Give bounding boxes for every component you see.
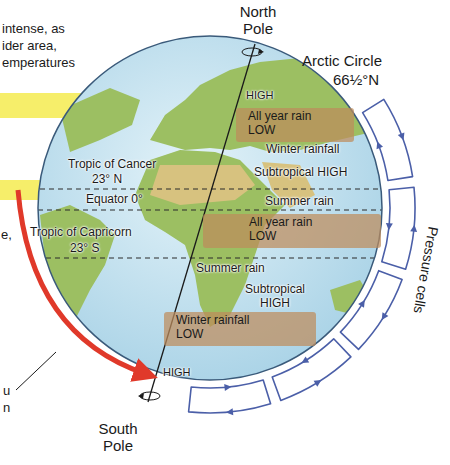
cropped-note: n [3,401,10,416]
cropped-note: emperatures [2,56,75,71]
equator-line [38,210,382,211]
land [40,205,115,332]
circulation-arrow [386,223,393,230]
pressure-label: LOW [176,328,316,342]
tropic-line [40,189,380,190]
tropic-line [46,258,374,259]
circulation-arrow [302,356,310,363]
cropped-note: ider area, [2,39,57,54]
circle-label: Arctic Circle [302,52,382,69]
pressure-cell [363,99,413,180]
leader-line [16,352,56,390]
pressure-label: HIGH [246,89,274,102]
equator-label: Equator 0° [86,193,143,207]
pressure-cell [272,339,351,401]
circulation-arrow [410,225,417,232]
circulation-arrow [358,300,365,308]
latitude-label: 23° S [70,242,99,256]
circulation-arrow [382,312,389,320]
rotation-arrow [138,393,144,399]
pressure-label: Subtropical HIGH [254,166,347,180]
climate-band: All year rainLOW [236,108,354,142]
cropped-note: intense, as [2,22,65,37]
globe-ocean [38,36,382,380]
pole-label: South Pole [88,420,148,455]
desert [150,165,255,205]
pressure-cell [189,380,271,413]
pole-label: North Pole [228,3,288,38]
climate-band: Winter rainfallLOW [164,312,316,346]
sun-angle-arrow [18,190,146,374]
globe-outline [38,36,382,380]
pressure-label: LOW [248,124,354,138]
tropic-label: Tropic of Cancer [68,158,156,172]
circulation-arrow [377,142,384,150]
pressure-label: HIGH [163,366,191,379]
rainfall-label: Summer rain [265,195,334,209]
circulation-arrow [314,380,322,387]
rainfall-label: All year rain [248,110,354,124]
rainfall-label: Winter rainfall [176,314,316,328]
rainfall-label: All year rain [249,216,381,230]
pressure-cell [382,187,415,269]
pressure-label: LOW [249,230,381,244]
pressure-label: Subtropical HIGH [235,283,315,311]
latitude-label: 23° N [92,173,122,187]
pressure-cells [189,99,418,415]
cropped-note: u [3,384,10,399]
rainfall-label: Winter rainfall [266,143,339,157]
latitude-label: 66½°N [333,71,379,88]
tropic-label: Tropic of Capricorn [30,226,132,240]
climate-band: All year rainLOW [203,214,381,248]
pressure-cell [340,271,402,350]
cropped-note: e, [1,228,12,243]
circulation-arrow [398,133,405,141]
circulation-arrow [226,408,233,415]
land [60,88,140,152]
circulation-arrow [224,384,231,391]
rotation-arrow [258,49,264,54]
cells-label: Pressure cells [410,225,441,314]
rainfall-label: Summer rain [196,262,265,276]
